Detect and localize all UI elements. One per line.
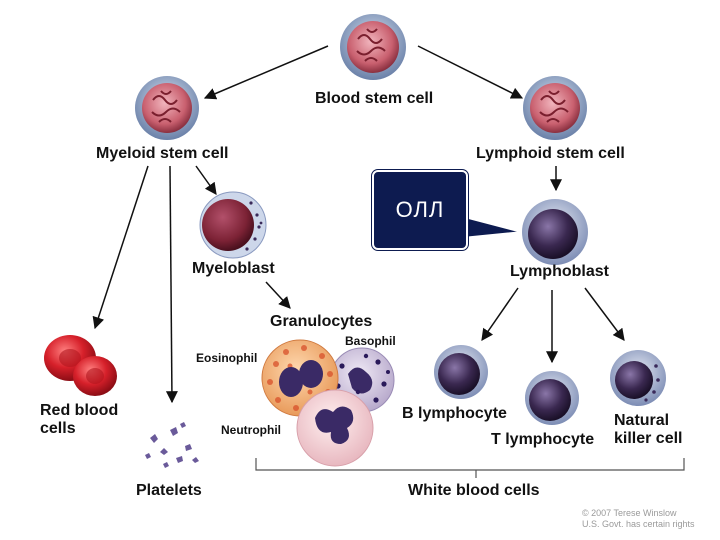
lymphoid-stem-cell xyxy=(523,76,587,140)
neutrophil-cell xyxy=(296,389,374,467)
platelets-cluster xyxy=(145,422,199,468)
blood-stem-cell xyxy=(340,14,406,80)
copyright-note: © 2007 Terese Winslow U.S. Govt. has cer… xyxy=(582,508,695,529)
lymphoblast-cell xyxy=(522,199,588,265)
label-eosinophil: Eosinophil xyxy=(196,351,258,365)
natural-killer-cell xyxy=(610,350,666,406)
arrows xyxy=(92,45,625,404)
label-neutrophil: Neutrophil xyxy=(221,423,281,437)
arrow-lymphoblast-to-b xyxy=(481,287,519,341)
label-blood-stem-cell: Blood stem cell xyxy=(315,90,434,107)
b-lymphocyte-cell xyxy=(434,345,488,399)
arrow-myeloblast-to-granulocytes xyxy=(265,281,291,309)
label-granulocytes: Granulocytes xyxy=(270,313,373,330)
label-myeloid-stem-cell: Myeloid stem cell xyxy=(96,145,229,162)
label-basophil: Basophil xyxy=(345,334,396,348)
myeloblast-cell xyxy=(199,191,267,259)
label-natural-killer-cell: Natural killer cell xyxy=(614,412,683,447)
arrow-blood-to-lymphoid xyxy=(417,45,524,99)
label-lymphoid-stem-cell: Lymphoid stem cell xyxy=(476,145,625,162)
callout-pointer xyxy=(459,215,522,239)
arrow-lymphoblast-to-nk xyxy=(584,287,625,341)
label-lymphoblast: Lymphoblast xyxy=(510,263,609,280)
oll-callout-box: ОЛЛ xyxy=(372,170,468,250)
label-red-blood-cells: Red blood cells xyxy=(40,402,119,437)
arrow-myeloid-to-myeloblast xyxy=(195,165,217,195)
label-t-lymphocyte: T lymphocyte xyxy=(491,431,595,448)
myeloid-stem-cell xyxy=(135,76,199,140)
white-blood-cells-bracket xyxy=(255,458,685,478)
label-white-blood-cells: White blood cells xyxy=(408,482,540,499)
label-platelets: Platelets xyxy=(136,482,202,499)
arrow-blood-to-myeloid xyxy=(203,45,329,100)
label-myeloblast: Myeloblast xyxy=(192,260,275,277)
red-blood-cells xyxy=(44,335,117,396)
label-b-lymphocyte: B lymphocyte xyxy=(402,405,507,422)
t-lymphocyte-cell xyxy=(525,371,579,425)
arrow-myeloid-to-red xyxy=(92,165,149,330)
arrow-myeloid-to-platelets xyxy=(165,165,178,404)
